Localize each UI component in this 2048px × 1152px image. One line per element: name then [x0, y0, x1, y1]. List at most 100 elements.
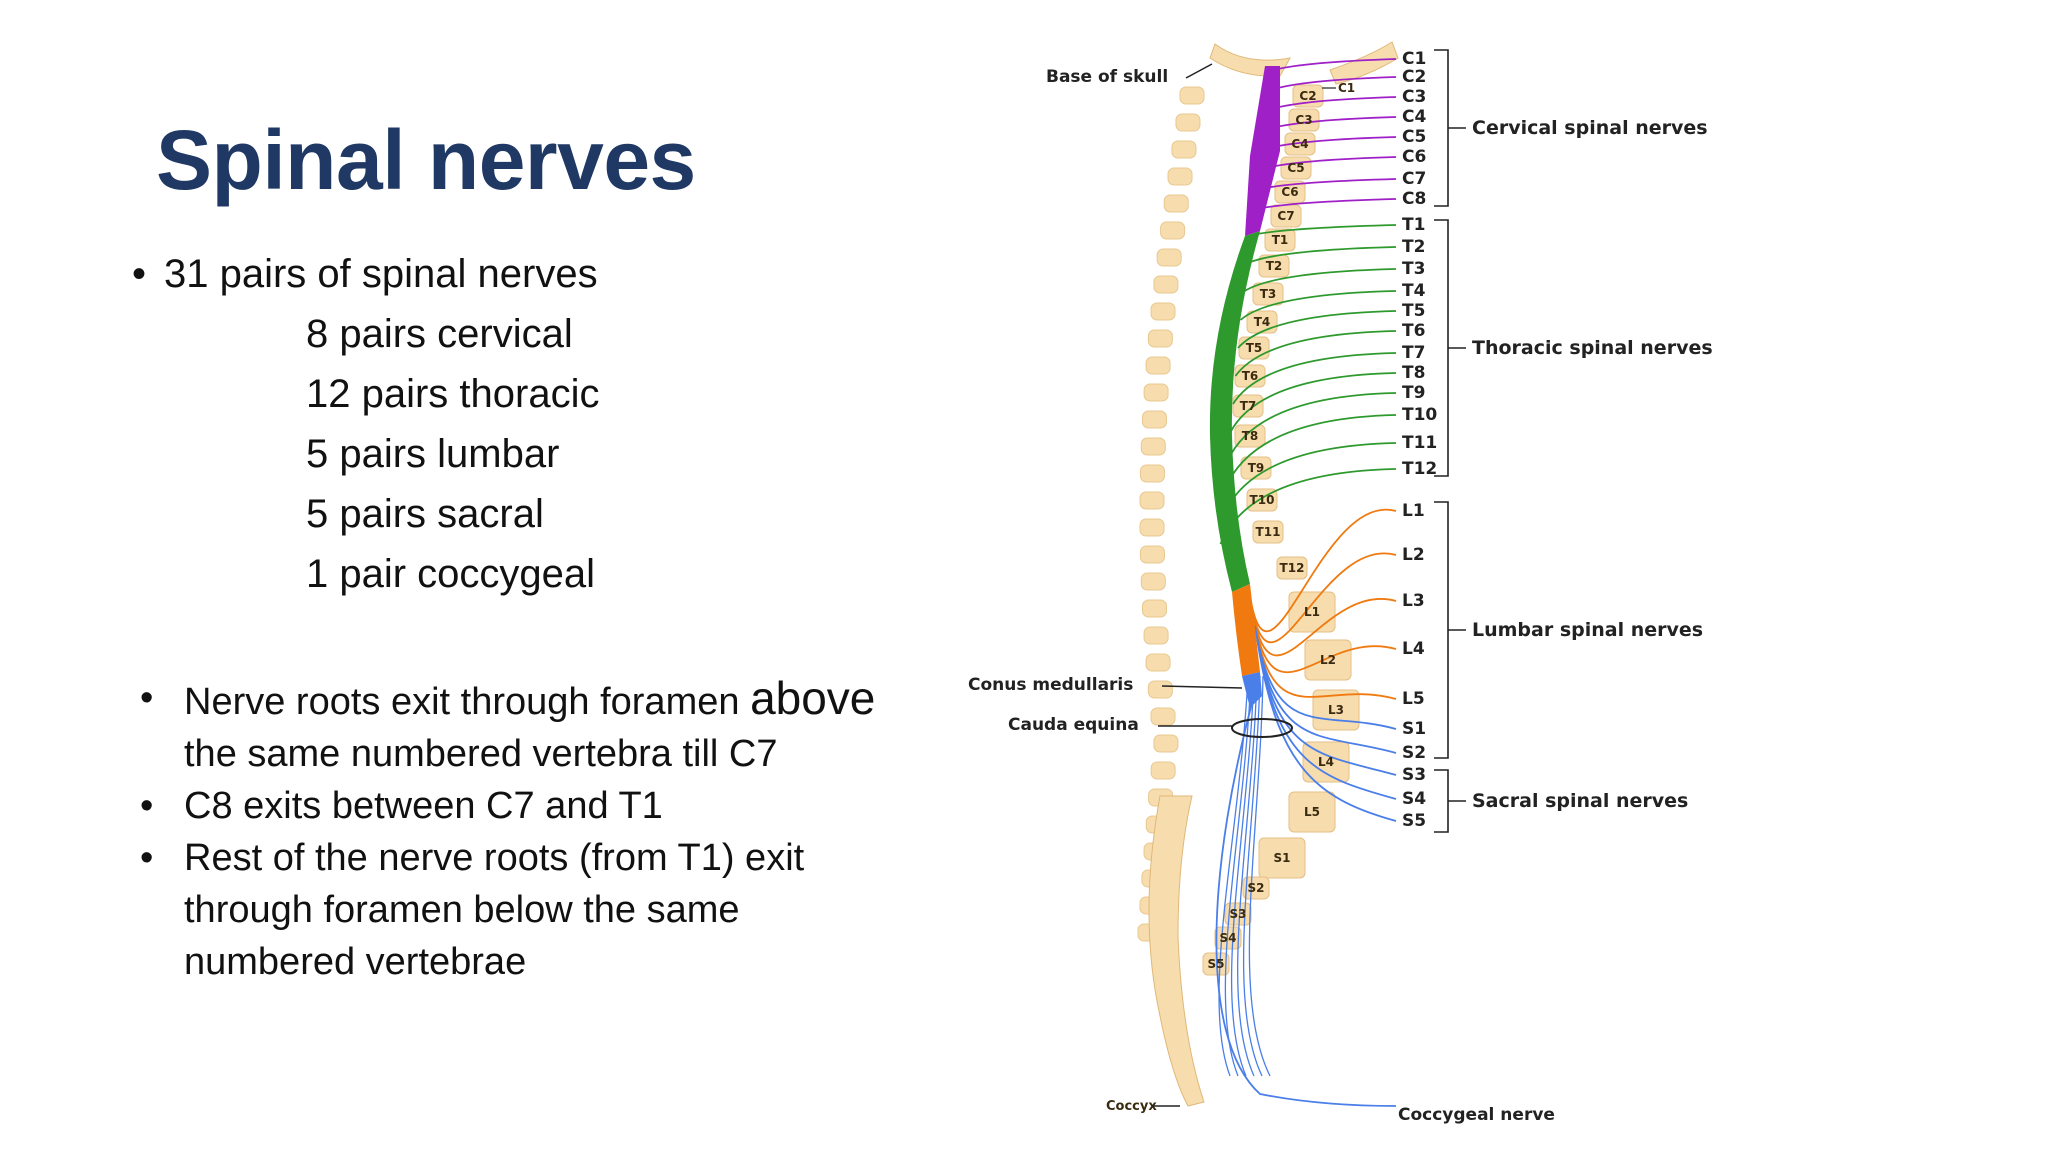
vertebra-label-t9: T9: [1248, 461, 1265, 475]
group-bracket: [1434, 769, 1449, 833]
c1-small-label: C1: [1338, 81, 1355, 95]
vertebra-label-t8: T8: [1242, 429, 1259, 443]
nerve-label-t2: T2: [1402, 237, 1425, 257]
nerve-label-s2: S2: [1402, 743, 1426, 763]
nerve-c5: [1261, 136, 1397, 151]
spinous-process: [1167, 167, 1193, 186]
nerve-c4: [1264, 116, 1397, 131]
cauda-equina-root: [1237, 675, 1258, 1077]
vertebra-label-s2: S2: [1248, 881, 1265, 895]
spinal-cord-lumbar: [1232, 584, 1260, 676]
vertebra-label-c2: C2: [1299, 89, 1316, 103]
bullet-above-before: Nerve roots exit through foramen: [184, 681, 751, 723]
nerve-c3: [1267, 96, 1397, 111]
vertebra-label-c5: C5: [1287, 161, 1304, 175]
cauda-equina-root: [1218, 675, 1249, 1077]
nerve-label-t11: T11: [1402, 433, 1437, 453]
count-sacral: 5 pairs sacral: [306, 492, 544, 536]
sacrum: [1148, 795, 1205, 1107]
conus-pointer: [1161, 685, 1243, 689]
count-coccygeal: 1 pair coccygeal: [306, 552, 596, 596]
vertebra-body-c3: [1288, 108, 1320, 132]
nerve-l2: [1250, 552, 1397, 644]
nerve-label-t8: T8: [1402, 363, 1425, 383]
nerve-c1: [1273, 58, 1397, 71]
group-label-thoracic: Thoracic spinal nerves: [1472, 337, 1713, 359]
nerve-s5: [1258, 649, 1397, 822]
vertebra-label-t12: T12: [1280, 561, 1305, 575]
nerve-label-c7: C7: [1402, 169, 1426, 189]
spinous-process: [1163, 194, 1189, 213]
bullet-dot: •: [132, 252, 147, 296]
vertebra-body-l2: [1304, 639, 1352, 681]
bullet-c8: C8 exits between C7 and T1: [140, 780, 920, 832]
nerve-label-t12: T12: [1402, 459, 1437, 479]
nerve-label-t1: T1: [1402, 215, 1425, 235]
nerve-label-c5: C5: [1402, 127, 1426, 147]
spinous-process: [1150, 761, 1176, 780]
vertebra-labels: C2C3C4C5C6C7T1T2T3T4T5T6T7T8T9T10T11T12L…: [1208, 89, 1345, 971]
vertebra-body-t8: [1234, 424, 1266, 448]
coccygeal-nerve-label: Coccygeal nerve: [1398, 1105, 1555, 1125]
nerve-label-l2: L2: [1402, 545, 1425, 565]
group-bracket: [1434, 501, 1449, 759]
nerve-label-t3: T3: [1402, 259, 1425, 279]
vertebra-label-t2: T2: [1266, 259, 1283, 273]
nerve-coccygeal: [1215, 695, 1397, 1107]
cauda-equina-root: [1248, 675, 1271, 1077]
spinal-cord-cervical: [1245, 66, 1280, 236]
coccyx-label: Coccyx: [1106, 1099, 1157, 1114]
nerve-label-t7: T7: [1402, 343, 1425, 363]
vertebra-label-c4: C4: [1291, 137, 1308, 151]
vertebra-label-s5: S5: [1208, 957, 1225, 971]
cauda-equina-ring: [1231, 718, 1293, 738]
vertebra-body-s2: [1242, 876, 1270, 900]
spinous-process: [1171, 140, 1197, 159]
nerve-label-s4: S4: [1402, 789, 1426, 809]
vertebra-body-t4: [1246, 310, 1278, 334]
nerve-t9: [1227, 392, 1397, 461]
spinous-process: [1150, 707, 1176, 726]
vertebra-label-t3: T3: [1260, 287, 1277, 301]
vertebra-label-c6: C6: [1281, 185, 1298, 199]
nerve-label-t4: T4: [1402, 281, 1426, 301]
vertebra-body-t11: [1252, 520, 1284, 544]
nerve-pair-counts: 8 pairs cervical 12 pairs thoracic 5 pai…: [306, 304, 599, 604]
vertebra-label-t10: T10: [1250, 493, 1275, 507]
vertebra-label-t6: T6: [1242, 369, 1259, 383]
spinous-process: [1147, 680, 1173, 699]
spinous-process: [1139, 491, 1165, 510]
base-of-skull-label: Base of skull: [1046, 67, 1168, 87]
nerve-t10: [1224, 414, 1397, 489]
nerve-label-c2: C2: [1402, 67, 1426, 87]
vertebra-body-t2: [1258, 254, 1290, 278]
nerve-t2: [1245, 246, 1397, 265]
intro-bullet-text: 31 pairs of spinal nerves: [164, 252, 598, 296]
spinous-process: [1145, 653, 1171, 672]
spinous-process: [1175, 113, 1201, 132]
spinous-process: [1141, 599, 1167, 618]
spinous-process: [1153, 734, 1179, 753]
group-label-sacral: Sacral spinal nerves: [1472, 790, 1688, 812]
vertebra-body-t1: [1264, 228, 1296, 252]
nerve-label-l5: L5: [1402, 689, 1425, 709]
nerve-label-s3: S3: [1402, 765, 1426, 785]
spinal-cord-thoracic: [1209, 231, 1260, 592]
nerve-label-t5: T5: [1402, 301, 1425, 321]
vertebra-label-s4: S4: [1220, 931, 1237, 945]
nerve-label-l3: L3: [1402, 591, 1425, 611]
spinous-process: [1140, 572, 1166, 591]
nerve-l3: [1251, 598, 1397, 657]
vertebra-label-c7: C7: [1277, 209, 1294, 223]
nerve-label-t10: T10: [1402, 405, 1437, 425]
nerve-c6: [1258, 156, 1397, 171]
nerve-label-c8: C8: [1402, 189, 1426, 209]
bullet-above-after: the same numbered vertebra till C7: [184, 733, 778, 775]
nerve-t8: [1229, 372, 1397, 433]
vertebra-label-t7: T7: [1240, 399, 1257, 413]
nerve-t7: [1232, 352, 1397, 405]
nerve-label-c6: C6: [1402, 147, 1426, 167]
conus-medullaris: [1242, 672, 1262, 708]
spinous-process: [1156, 248, 1182, 267]
